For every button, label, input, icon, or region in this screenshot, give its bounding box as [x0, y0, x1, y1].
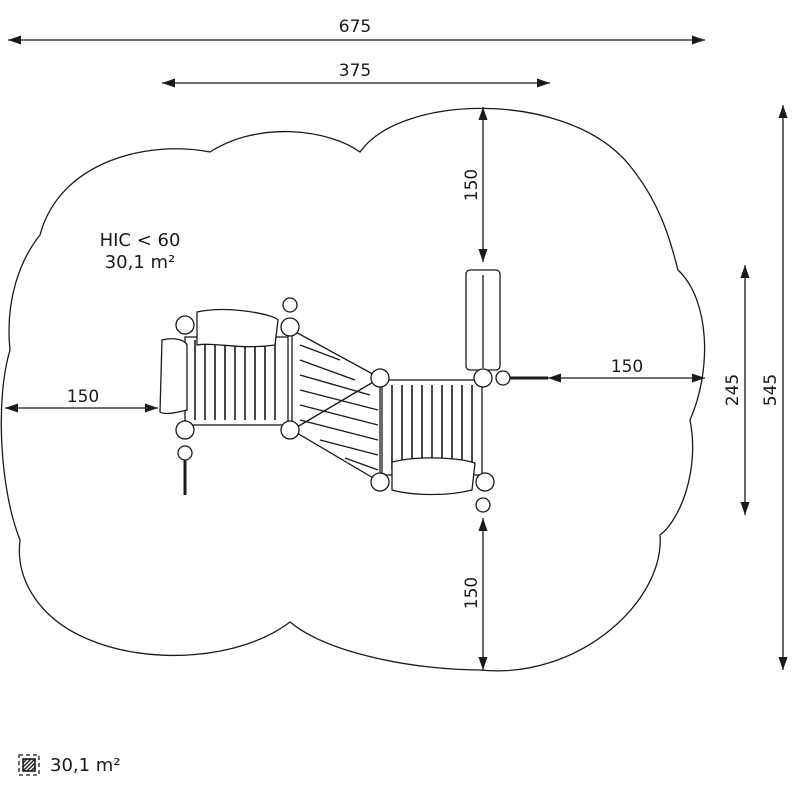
dim-left-clearance: 150	[67, 387, 99, 407]
dim-top-clearance: 150	[462, 169, 482, 201]
hic-value: HIC < 60	[99, 230, 181, 251]
dim-right-clearance: 150	[611, 357, 643, 377]
hatched-surface-icon	[18, 754, 40, 776]
legend: 30,1 m²	[18, 754, 121, 776]
dim-bottom-clearance: 150	[462, 577, 482, 609]
playground-equipment	[159, 269, 548, 513]
safety-zone-label: HIC < 60 30,1 m²	[80, 230, 200, 274]
zone-area: 30,1 m²	[104, 252, 176, 273]
dim-total-depth: 545	[761, 374, 781, 406]
legend-area: 30,1 m²	[50, 754, 121, 776]
dim-equipment-width: 375	[339, 61, 371, 81]
dim-equipment-depth: 245	[723, 374, 743, 406]
dim-total-width: 675	[339, 17, 371, 37]
safety-zone-outline	[0, 107, 706, 672]
